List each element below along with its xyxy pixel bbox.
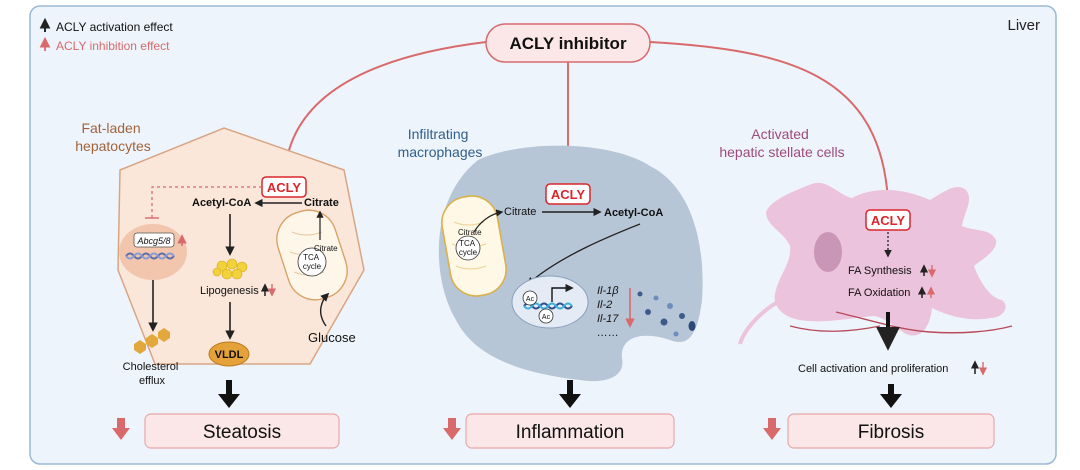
svg-text:Il-1β: Il-1β [597,285,619,297]
down-arrow-icon [112,418,130,440]
legend-activation: ACLY activation effect [56,20,173,34]
dashed-inhibition [151,186,262,218]
stellate-process [738,300,779,345]
acly-label: ACLY [267,180,302,195]
citrate-label: Citrate [504,206,536,218]
lipogenesis-label: Lipogenesis [200,285,259,297]
citrate-label: Citrate [304,197,339,209]
fa-synthesis-label: FA Synthesis [848,265,912,277]
acly-box-macrophage [545,183,591,205]
tca-label: TCA cycle [459,239,478,257]
gene-label: Abcg5/8 [136,236,170,246]
tca-label: TCA cycle [303,253,322,271]
acly-label: ACLY [871,213,906,228]
efflux-label: Cholesterol efflux [123,361,182,387]
nucleus [119,224,187,280]
inhibitor-label: ACLY inhibitor [509,34,627,53]
lipid-droplets-icon [212,258,248,280]
legend: ACLY activation effect ACLY inhibition e… [39,17,173,53]
activation-label: Cell activation and proliferation [798,363,948,375]
stellate-title: Activated hepatic stellate cells [719,126,844,160]
svg-text:……: …… [597,327,619,339]
ac-label: Ac [542,314,551,321]
outcome-arrows [218,380,902,408]
stellate-fiber [835,311,1013,334]
outcome-steatosis: Steatosis [112,413,340,449]
glucose-label: Glucose [308,330,356,345]
hepatocyte-title: Fat-laden hepatocytes [75,120,151,154]
svg-text:Il-17: Il-17 [597,313,619,325]
macrophage-cell [438,145,703,382]
outcome-inflammation: Inflammation [443,413,675,449]
glucose-arrow [319,292,330,327]
svg-text:Fibrosis: Fibrosis [858,422,925,443]
nucleus [814,232,842,272]
svg-text:Steatosis: Steatosis [203,422,281,443]
cytokine-dots [637,291,696,337]
acly-label: ACLY [551,187,586,202]
svg-text:Inflammation: Inflammation [516,422,625,443]
down-arrow-icon [443,418,461,440]
fa-oxidation-label: FA Oxidation [848,287,910,299]
cytokine-list: Il-1β Il-2 Il-17 …… [597,285,619,339]
acetyl-coa-label: Acetyl-CoA [604,207,663,219]
outcome-fibrosis: Fibrosis [763,413,995,449]
vldl-particle [208,341,250,367]
ac-label: Ac [526,296,535,303]
macrophage-title: Infiltrating macrophages [398,126,483,160]
acly-box-stellate [865,209,911,231]
cholesterol-icon [134,328,170,354]
gene-box [133,232,175,248]
legend-inhibition: ACLY inhibition effect [56,39,170,53]
mitochondrion [441,195,507,297]
stellate-cell [766,182,1006,336]
vldl-label: VLDL [215,349,244,361]
organ-label: Liver [1007,17,1040,34]
acetyl-coa-label: Acetyl-CoA [192,197,251,209]
mito-citrate-label: Citrate [314,244,338,253]
down-arrow-icon [763,418,781,440]
mito-citrate-label: Citrate [458,228,482,237]
svg-text:Il-2: Il-2 [597,299,612,311]
